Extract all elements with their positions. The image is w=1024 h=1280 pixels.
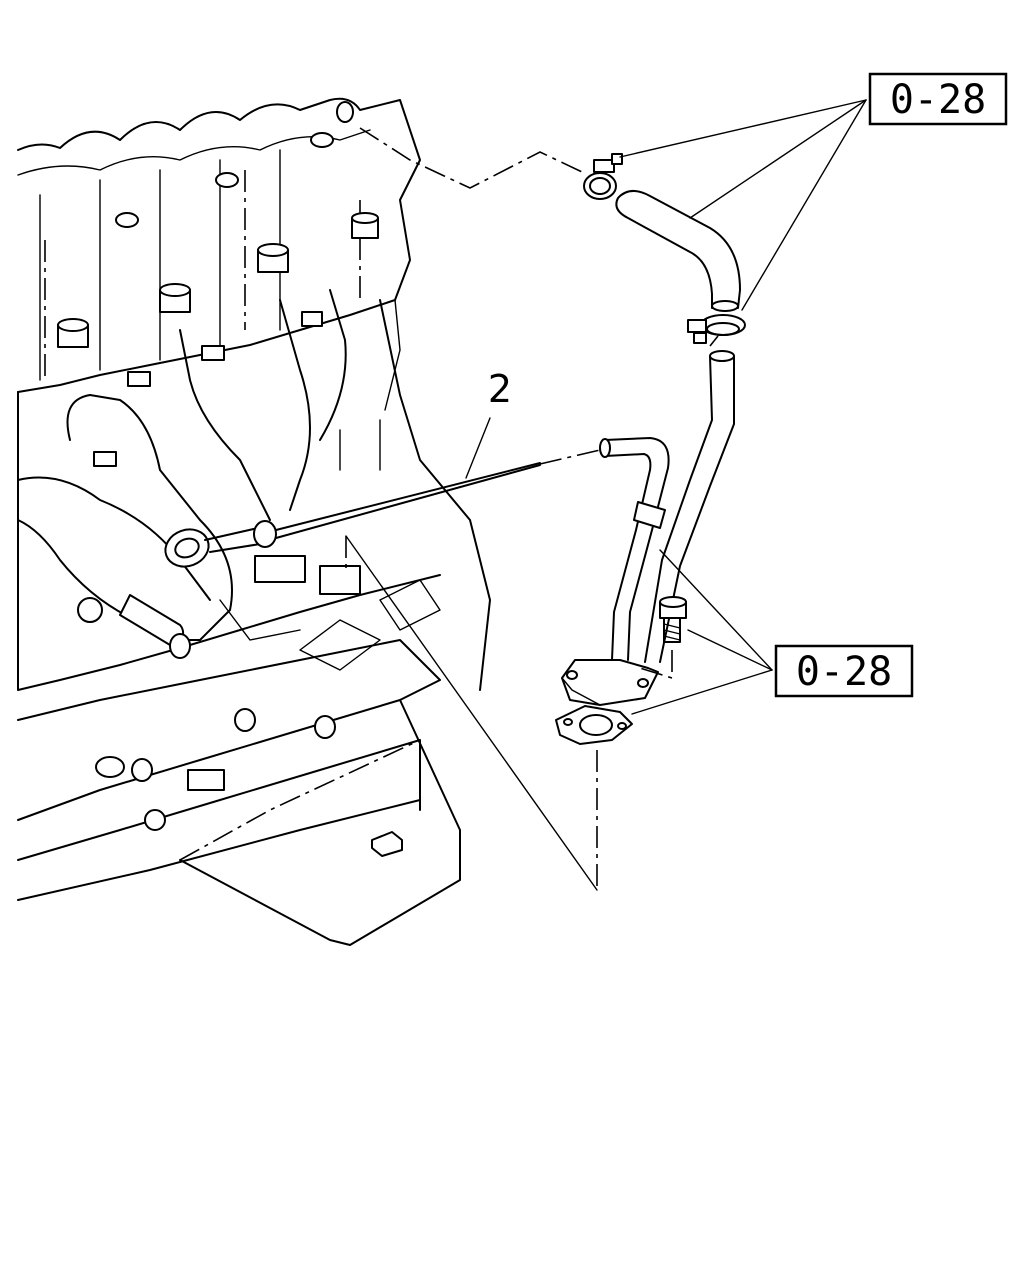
engine-block xyxy=(17,97,491,946)
hose-guide-line xyxy=(359,127,583,189)
flange-gasket xyxy=(555,705,633,745)
ref-top-leaders xyxy=(619,99,867,311)
dipstick-guide-line xyxy=(539,449,601,465)
reference-box-mid: 0-28 xyxy=(774,644,914,698)
hose-clamp-upper xyxy=(583,153,623,200)
hose-clamp-lower xyxy=(687,314,746,344)
ref-mid-leaders xyxy=(631,549,773,715)
dipstick-guide-tube xyxy=(561,350,735,706)
reference-label-top: 0-28 xyxy=(890,77,986,123)
breather-hose xyxy=(615,190,741,312)
oil-dipstick xyxy=(164,462,541,568)
bolt-guide-line xyxy=(639,650,673,680)
callout-2-leader xyxy=(465,417,491,479)
callout-label-2: 2 xyxy=(488,367,512,411)
reference-label-mid: 0-28 xyxy=(796,649,892,695)
flange-bolt xyxy=(659,596,687,643)
reference-box-top: 0-28 xyxy=(868,72,1008,126)
assembly-leader xyxy=(345,535,598,891)
